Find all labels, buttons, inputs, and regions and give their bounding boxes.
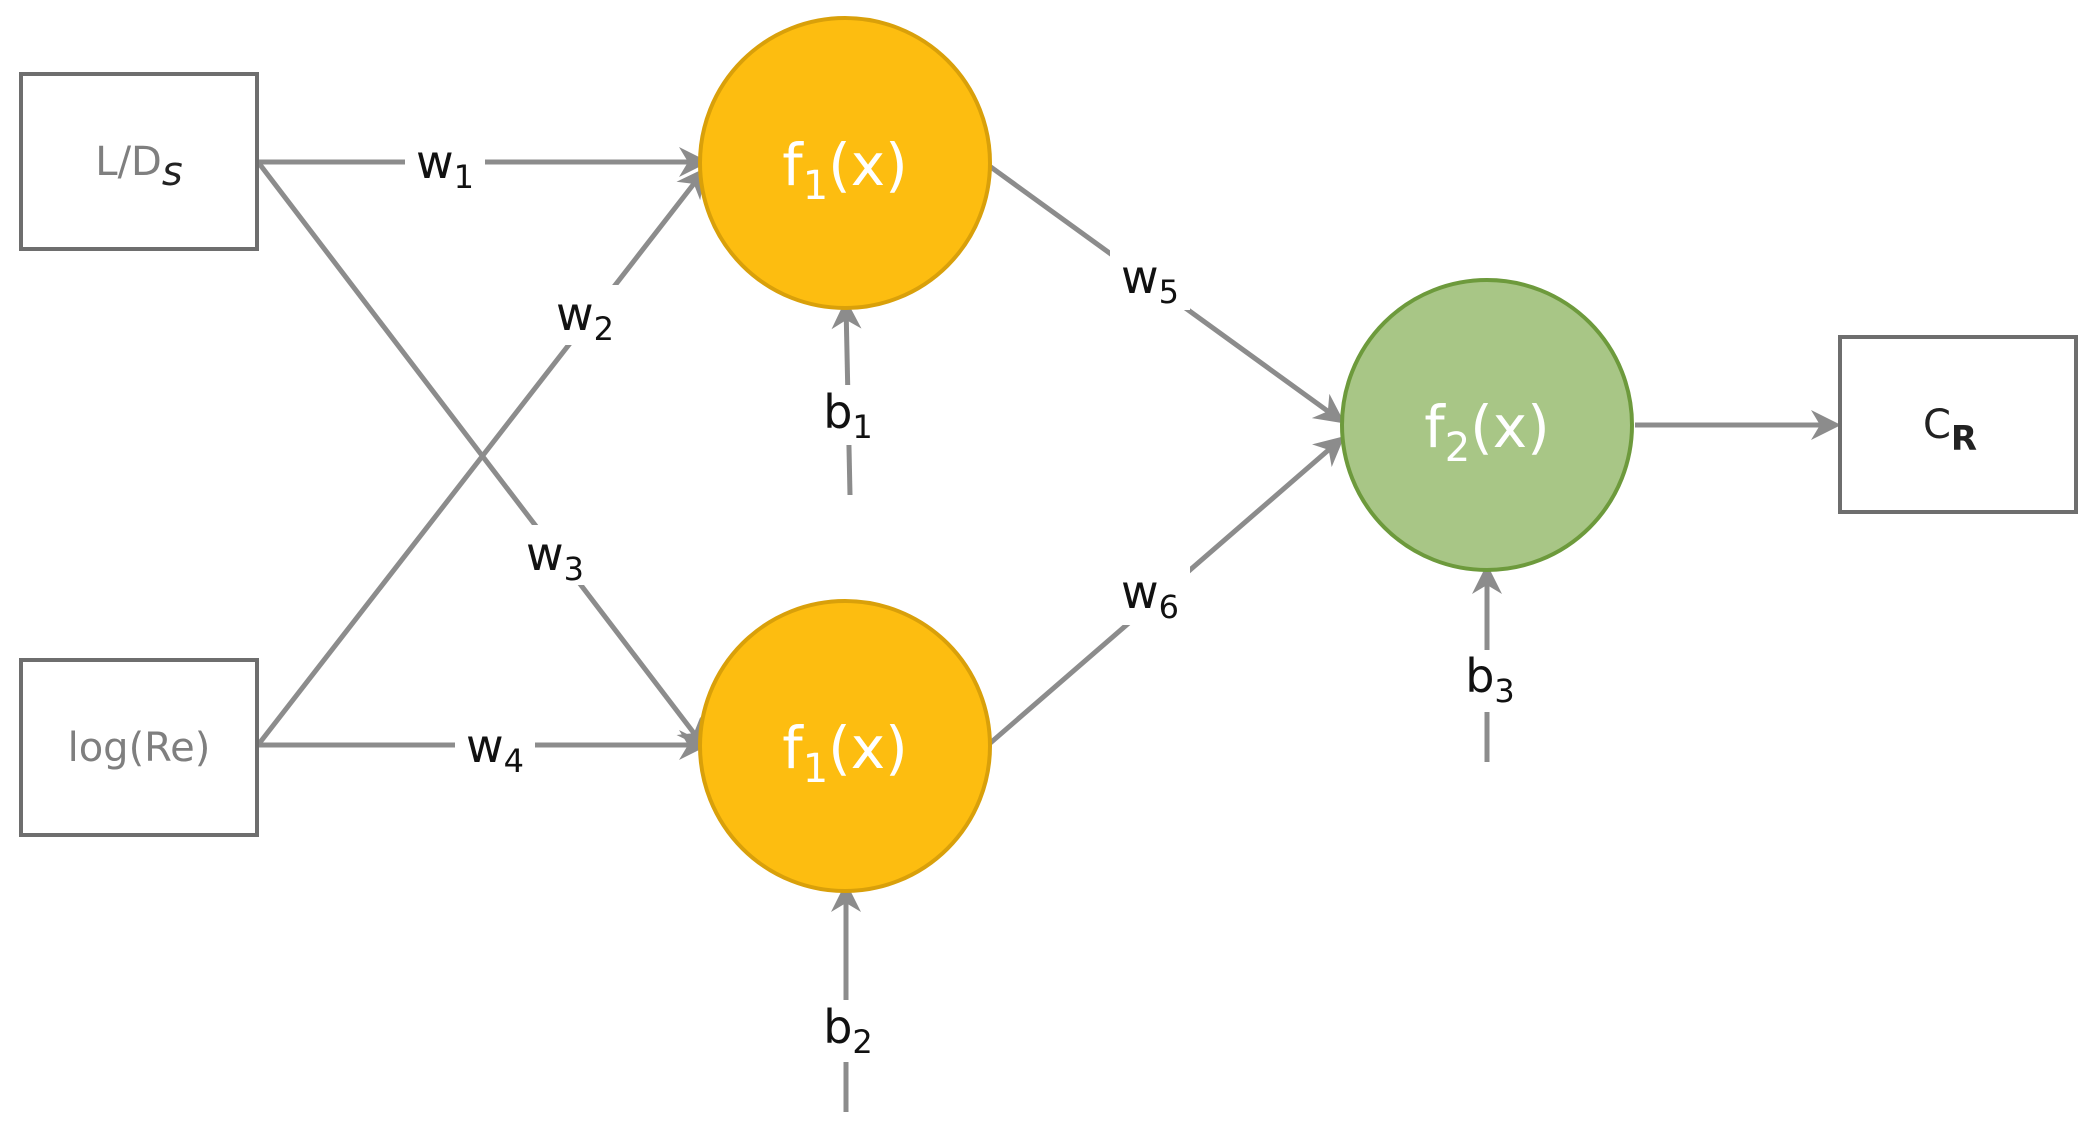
svg-text:w5: w5 xyxy=(1121,250,1179,311)
weight-label-w6: w6 xyxy=(1110,565,1190,626)
svg-text:b2: b2 xyxy=(823,1000,873,1061)
weight-label-w3: w3 xyxy=(515,525,595,588)
input-label-ld: L/Ds xyxy=(95,139,182,195)
svg-text:b3: b3 xyxy=(1465,649,1515,710)
weight-label-w5: w5 xyxy=(1110,250,1190,311)
hidden-node-2-label: f1(x) xyxy=(782,714,907,792)
output-node: f2(x) xyxy=(1340,278,1634,572)
weight-label-w1: w1 xyxy=(405,135,485,196)
weight-label-w2: w2 xyxy=(545,285,625,348)
bias-label-b3: b3 xyxy=(1450,649,1530,712)
svg-text:w3: w3 xyxy=(526,527,584,588)
input-box-re: log(Re) xyxy=(19,658,259,837)
edge-ld-to-h2 xyxy=(256,160,707,750)
input-label-re: log(Re) xyxy=(68,725,211,771)
output-box-cr: CR xyxy=(1838,335,2078,514)
output-node-label: f2(x) xyxy=(1424,393,1549,471)
hidden-node-1: f1(x) xyxy=(698,16,992,310)
bias-label-b2: b2 xyxy=(808,1000,888,1062)
hidden-node-1-label: f1(x) xyxy=(782,131,907,209)
svg-text:w1: w1 xyxy=(416,135,474,196)
input-box-ld: L/Ds xyxy=(19,72,259,251)
hidden-node-2: f1(x) xyxy=(698,599,992,893)
svg-text:w2: w2 xyxy=(556,287,614,348)
svg-text:b1: b1 xyxy=(823,385,873,446)
svg-text:w4: w4 xyxy=(466,719,524,780)
output-label-cr: CR xyxy=(1923,402,1977,459)
svg-text:w6: w6 xyxy=(1121,565,1179,626)
bias-label-b1: b1 xyxy=(810,385,890,446)
edge-re-to-h1 xyxy=(256,167,707,747)
weight-label-w4: w4 xyxy=(455,718,535,780)
